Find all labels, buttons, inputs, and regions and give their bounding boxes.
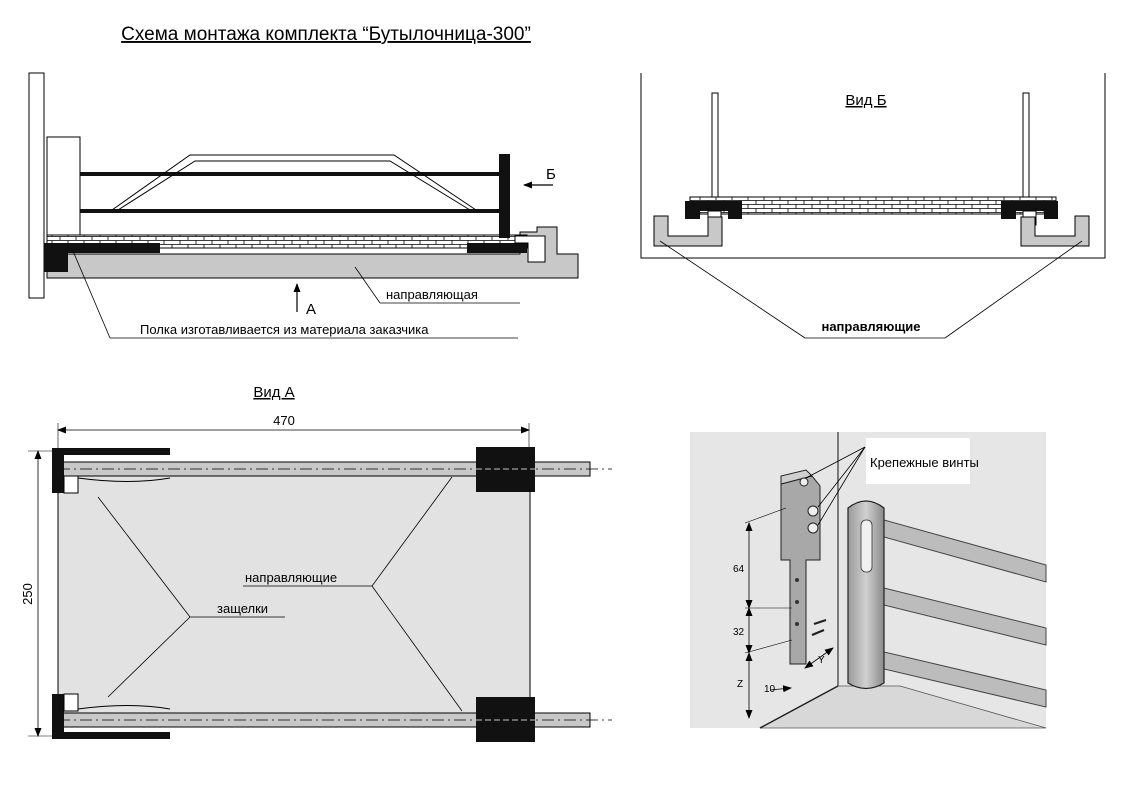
view-b-rails-label: направляющие <box>821 319 920 334</box>
left-clip <box>44 243 160 272</box>
screw-2 <box>807 522 819 534</box>
wall-bracket <box>46 136 81 241</box>
mounting-bracket <box>780 475 821 665</box>
rail-label: направляющая <box>386 287 478 302</box>
view-b-left-rail <box>653 215 723 247</box>
shelf-label: Полка изготавливается из материала заказ… <box>140 322 429 337</box>
cabinet-wall <box>28 72 45 299</box>
basket-post <box>847 500 885 690</box>
latches-label: защелки <box>217 601 268 616</box>
view-b-right-rail <box>1020 215 1090 247</box>
dim-y: Y <box>818 655 825 666</box>
arrow-a-label: А <box>306 301 316 318</box>
basket-top-bar <box>80 172 500 176</box>
mounting-photo: Крепежные винты 64 32 Z 10 Y <box>690 432 1047 729</box>
view-b-title: Вид Б <box>845 92 886 109</box>
screws-label: Крепежные винты <box>870 455 979 470</box>
dim-10: 10 <box>764 684 776 695</box>
dim-z: Z <box>737 679 743 690</box>
view-a: Вид А 470 250 направляющие <box>20 384 612 742</box>
view-b: Вид Б направляющие <box>640 73 1106 339</box>
right-clip <box>467 243 527 253</box>
basket-front-panel <box>499 154 510 238</box>
arrow-b-label: Б <box>546 166 556 183</box>
height-value: 250 <box>20 583 35 605</box>
dim-64: 64 <box>733 564 745 575</box>
side-view: Б А направляющая Полка изготавливается и… <box>28 72 579 339</box>
view-a-title: Вид А <box>253 384 294 401</box>
screw-3 <box>799 477 809 487</box>
width-value: 470 <box>273 413 295 428</box>
cabinet-outline <box>640 73 1106 259</box>
diagram-title: Схема монтажа комплекта “Бутылочница-300… <box>121 24 531 45</box>
screw-1 <box>807 505 819 517</box>
basket-bottom-bar <box>80 209 500 213</box>
dim-32: 32 <box>733 627 745 638</box>
shelf-panel <box>57 461 531 717</box>
bottom-right-clip <box>476 697 535 742</box>
top-right-clip <box>476 447 535 492</box>
view-a-rails-label: направляющие <box>245 570 337 585</box>
